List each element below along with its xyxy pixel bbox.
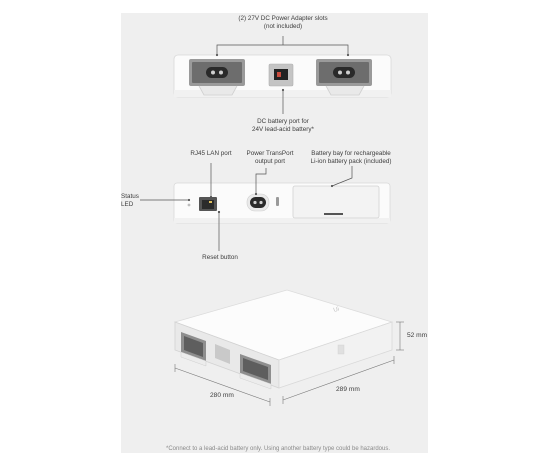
device-top-view bbox=[173, 54, 392, 98]
battery-port-label: DC battery port for 24V lead-acid batter… bbox=[238, 118, 328, 133]
footnote: *Connect to a lead-acid battery only. Us… bbox=[166, 446, 391, 452]
transport-port bbox=[246, 193, 279, 212]
battery-port-label-line2: 24V lead-acid battery* bbox=[252, 125, 314, 133]
adapter-slot-left bbox=[189, 59, 245, 96]
status-led-label: Status LED bbox=[121, 193, 139, 208]
status-led-label-line2: LED bbox=[121, 200, 134, 208]
rj45-port bbox=[199, 197, 217, 211]
transport-label-line2: output port bbox=[254, 157, 286, 165]
battery-bay-label: Battery bay for rechargeable Li-ion batt… bbox=[303, 150, 399, 165]
width-dimension: 280 mm bbox=[210, 392, 234, 399]
battery-port-label-line1: DC battery port for bbox=[257, 118, 309, 125]
device-front-view bbox=[173, 182, 391, 224]
adapter-slots-label: (2) 27V DC Power Adapter slots (not incl… bbox=[228, 15, 338, 30]
reset-button-label: Reset button bbox=[202, 254, 238, 261]
dimension-lines bbox=[174, 321, 404, 406]
battery-bay-label-line1: Battery bay for rechargeable bbox=[311, 150, 391, 157]
adapter-slots-label-line1: (2) 27V DC Power Adapter slots bbox=[238, 15, 328, 22]
status-led bbox=[187, 203, 191, 207]
svg-text:Ui: Ui bbox=[333, 307, 340, 314]
depth-dimension: 289 mm bbox=[336, 386, 360, 393]
battery-bay-label-line2: Li-ion battery pack (included) bbox=[310, 157, 392, 165]
battery-bay bbox=[292, 185, 380, 219]
adapter-slots-label-line2: (not included) bbox=[263, 22, 303, 30]
adapter-slot-right bbox=[316, 59, 372, 96]
status-led-label-line1: Status bbox=[121, 193, 139, 200]
top-callouts bbox=[216, 36, 349, 114]
transport-label: Power TransPort output port bbox=[240, 150, 300, 165]
transport-label-line1: Power TransPort bbox=[246, 150, 294, 157]
lan-port-label: RJ45 LAN port bbox=[190, 150, 232, 157]
front-callouts bbox=[140, 163, 353, 251]
height-dimension: 52 mm bbox=[407, 332, 428, 339]
dc-battery-port bbox=[268, 63, 294, 87]
device-perspective-view: Ui bbox=[173, 289, 394, 390]
